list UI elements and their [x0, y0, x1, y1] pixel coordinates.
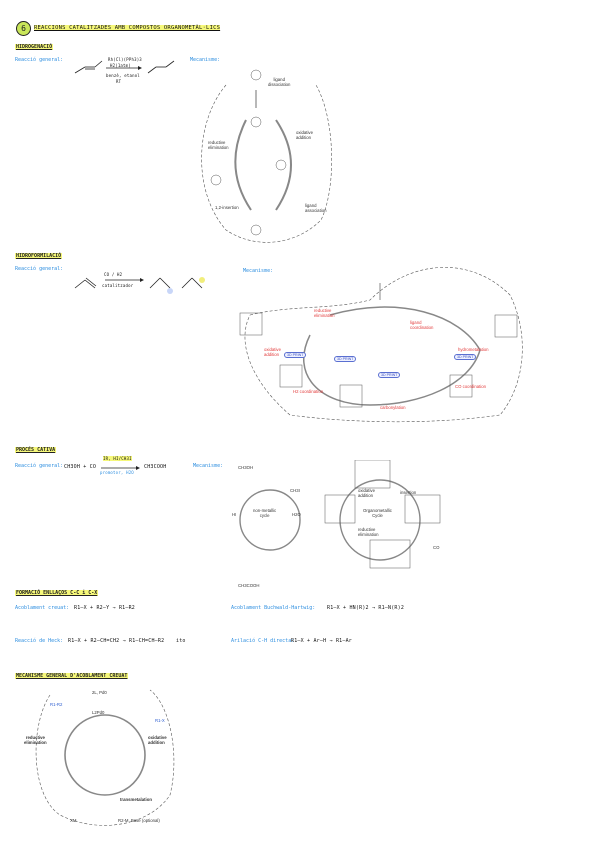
- label-reaccio-general-2: Reacció general:: [15, 266, 64, 272]
- label-hf-reductive-elim: reductive elimination: [314, 308, 335, 318]
- generic-cycle: [35, 689, 175, 826]
- section-number: 6: [21, 24, 26, 33]
- cativa-insertion: insertion: [400, 490, 417, 495]
- generic-red: reductive elimination: [24, 735, 47, 745]
- label-reductive-elimination: reductive elimination: [208, 140, 229, 150]
- label-acoblament-creuat: Acoblament creuat:: [15, 605, 70, 611]
- cativa-co: CO: [433, 545, 440, 550]
- label-mecanisme-3: Mecanisme:: [193, 463, 224, 469]
- cativa-h2o: H2O: [292, 512, 301, 517]
- label-hf-co-coord: CO coordination: [455, 384, 487, 389]
- pill-3dprint-2[interactable]: 3D PRINT: [334, 356, 357, 362]
- hidroformilacio-scheme: [74, 277, 205, 294]
- label-insertion: 1,2-insertion: [215, 205, 239, 210]
- label-mecanisme-1: Mecanisme:: [190, 57, 221, 63]
- cativa-acetic: CH3COOH: [238, 583, 260, 588]
- cativa-redelim: reductive elimination: [358, 527, 379, 537]
- label-heck: Reacció de Heck:: [15, 638, 64, 644]
- cativa-cat: IR, HI/CH3I: [103, 456, 132, 461]
- label-hf-carbonyl: carbonylation: [380, 405, 406, 410]
- cativa-ch3i: CH3I: [290, 488, 300, 493]
- eq-heck: R1–X + R2–CH=CH2 → R1–CH=CH–R2: [68, 638, 165, 644]
- heading-hidroformilacio: HIDROFORMILACIÓ: [15, 253, 63, 259]
- generic-rr: R1-R2: [50, 702, 63, 707]
- hidro-cat1: Rh(Cl)(PPh3)3: [108, 57, 142, 62]
- cativa-cycle: [239, 460, 441, 569]
- hidroformilacio-cycle: [239, 267, 523, 423]
- hidro-cat2: H2(1atm): [110, 63, 131, 68]
- label-ligand-association: ligand association: [305, 203, 327, 213]
- generic-top: 2L, Pd0: [92, 690, 107, 695]
- page-title: REACCIONS CATALITZADES AMB COMPOSTOS ORG…: [34, 25, 221, 31]
- cativa-organo: Organometallic Cycle: [363, 508, 392, 518]
- pill-3dprint-3[interactable]: 3D PRINT: [378, 372, 401, 378]
- generic-base: R2-M, Base (optional): [118, 818, 160, 823]
- cativa-nonmetal: non-metallic cycle: [253, 508, 277, 518]
- heading-cativa: PROCÉS CATIVA: [15, 447, 57, 453]
- hidro-cond: benzè, etanol: [106, 73, 140, 78]
- label-hf-ligand-coord: ligand coordination: [410, 320, 434, 330]
- eq-buchwald: R1–X + HN(R)2 → R1–N(R)2: [327, 605, 405, 611]
- heading-generic: MECANISME GENERAL D'ACOBLAMENT CREUAT: [15, 673, 129, 679]
- cativa-cond: promotor, H2O: [100, 470, 134, 475]
- generic-trans: transmetalation: [120, 797, 152, 802]
- section-number-badge: 6: [16, 21, 31, 36]
- label-buchwald: Acoblament Buchwald-Hartwig:: [231, 605, 316, 611]
- cativa-reactant: CH3OH + CO: [64, 464, 97, 470]
- generic-center: L2Pd0: [92, 710, 105, 715]
- heading-hidrogenacio: HIDROGENACIÓ: [15, 44, 54, 50]
- hf-cond1: CO / H2: [104, 272, 123, 277]
- cativa-ch3oh: CH3OH: [238, 465, 254, 470]
- label-reaccio-general-3: Reacció general:: [15, 463, 64, 469]
- eq-acoblament: R1–X + R2–Y → R1–R2: [74, 605, 135, 611]
- generic-ox: oxidative addition: [148, 735, 167, 745]
- label-hf-hydrometal: hydrometalation: [458, 347, 489, 352]
- label-mecanisme-2: Mecanisme:: [243, 268, 274, 274]
- label-hf-h2-coord: H2 coordination: [293, 389, 324, 394]
- cativa-oxadd: oxidative addition: [358, 488, 375, 498]
- pill-3dprint-4[interactable]: 3D PRINT: [454, 354, 477, 360]
- label-reaccio-general-1: Reacció general:: [15, 57, 64, 63]
- hidrogenacio-cycle: [201, 69, 332, 243]
- heading-cc: FORMACIÓ ENLLAÇOS C-C i C-X: [15, 590, 99, 596]
- label-ligand-dissociation: ligand dissociation: [268, 77, 291, 87]
- hidro-rt: RT: [116, 79, 122, 84]
- pill-3dprint-1[interactable]: 3D PRINT: [284, 352, 307, 358]
- cativa-arrow: [101, 466, 140, 470]
- heck-ito: ito: [176, 638, 186, 644]
- cativa-hi: HI: [232, 512, 237, 517]
- label-arilacio: Arilació C-H directa:: [231, 638, 295, 644]
- hf-cond2: catalitzador: [102, 283, 134, 288]
- eq-arilacio: R1–X + Ar–H → R1–Ar: [291, 638, 352, 644]
- generic-rx: R1-X: [155, 718, 165, 723]
- label-hf-oxadd: oxidative addition: [264, 347, 281, 357]
- generic-xm: XM: [70, 818, 77, 823]
- hidrogenacio-scheme: [74, 60, 175, 74]
- label-oxidative-addition: oxidative addition: [296, 130, 313, 140]
- cativa-product: CH3COOH: [144, 464, 167, 470]
